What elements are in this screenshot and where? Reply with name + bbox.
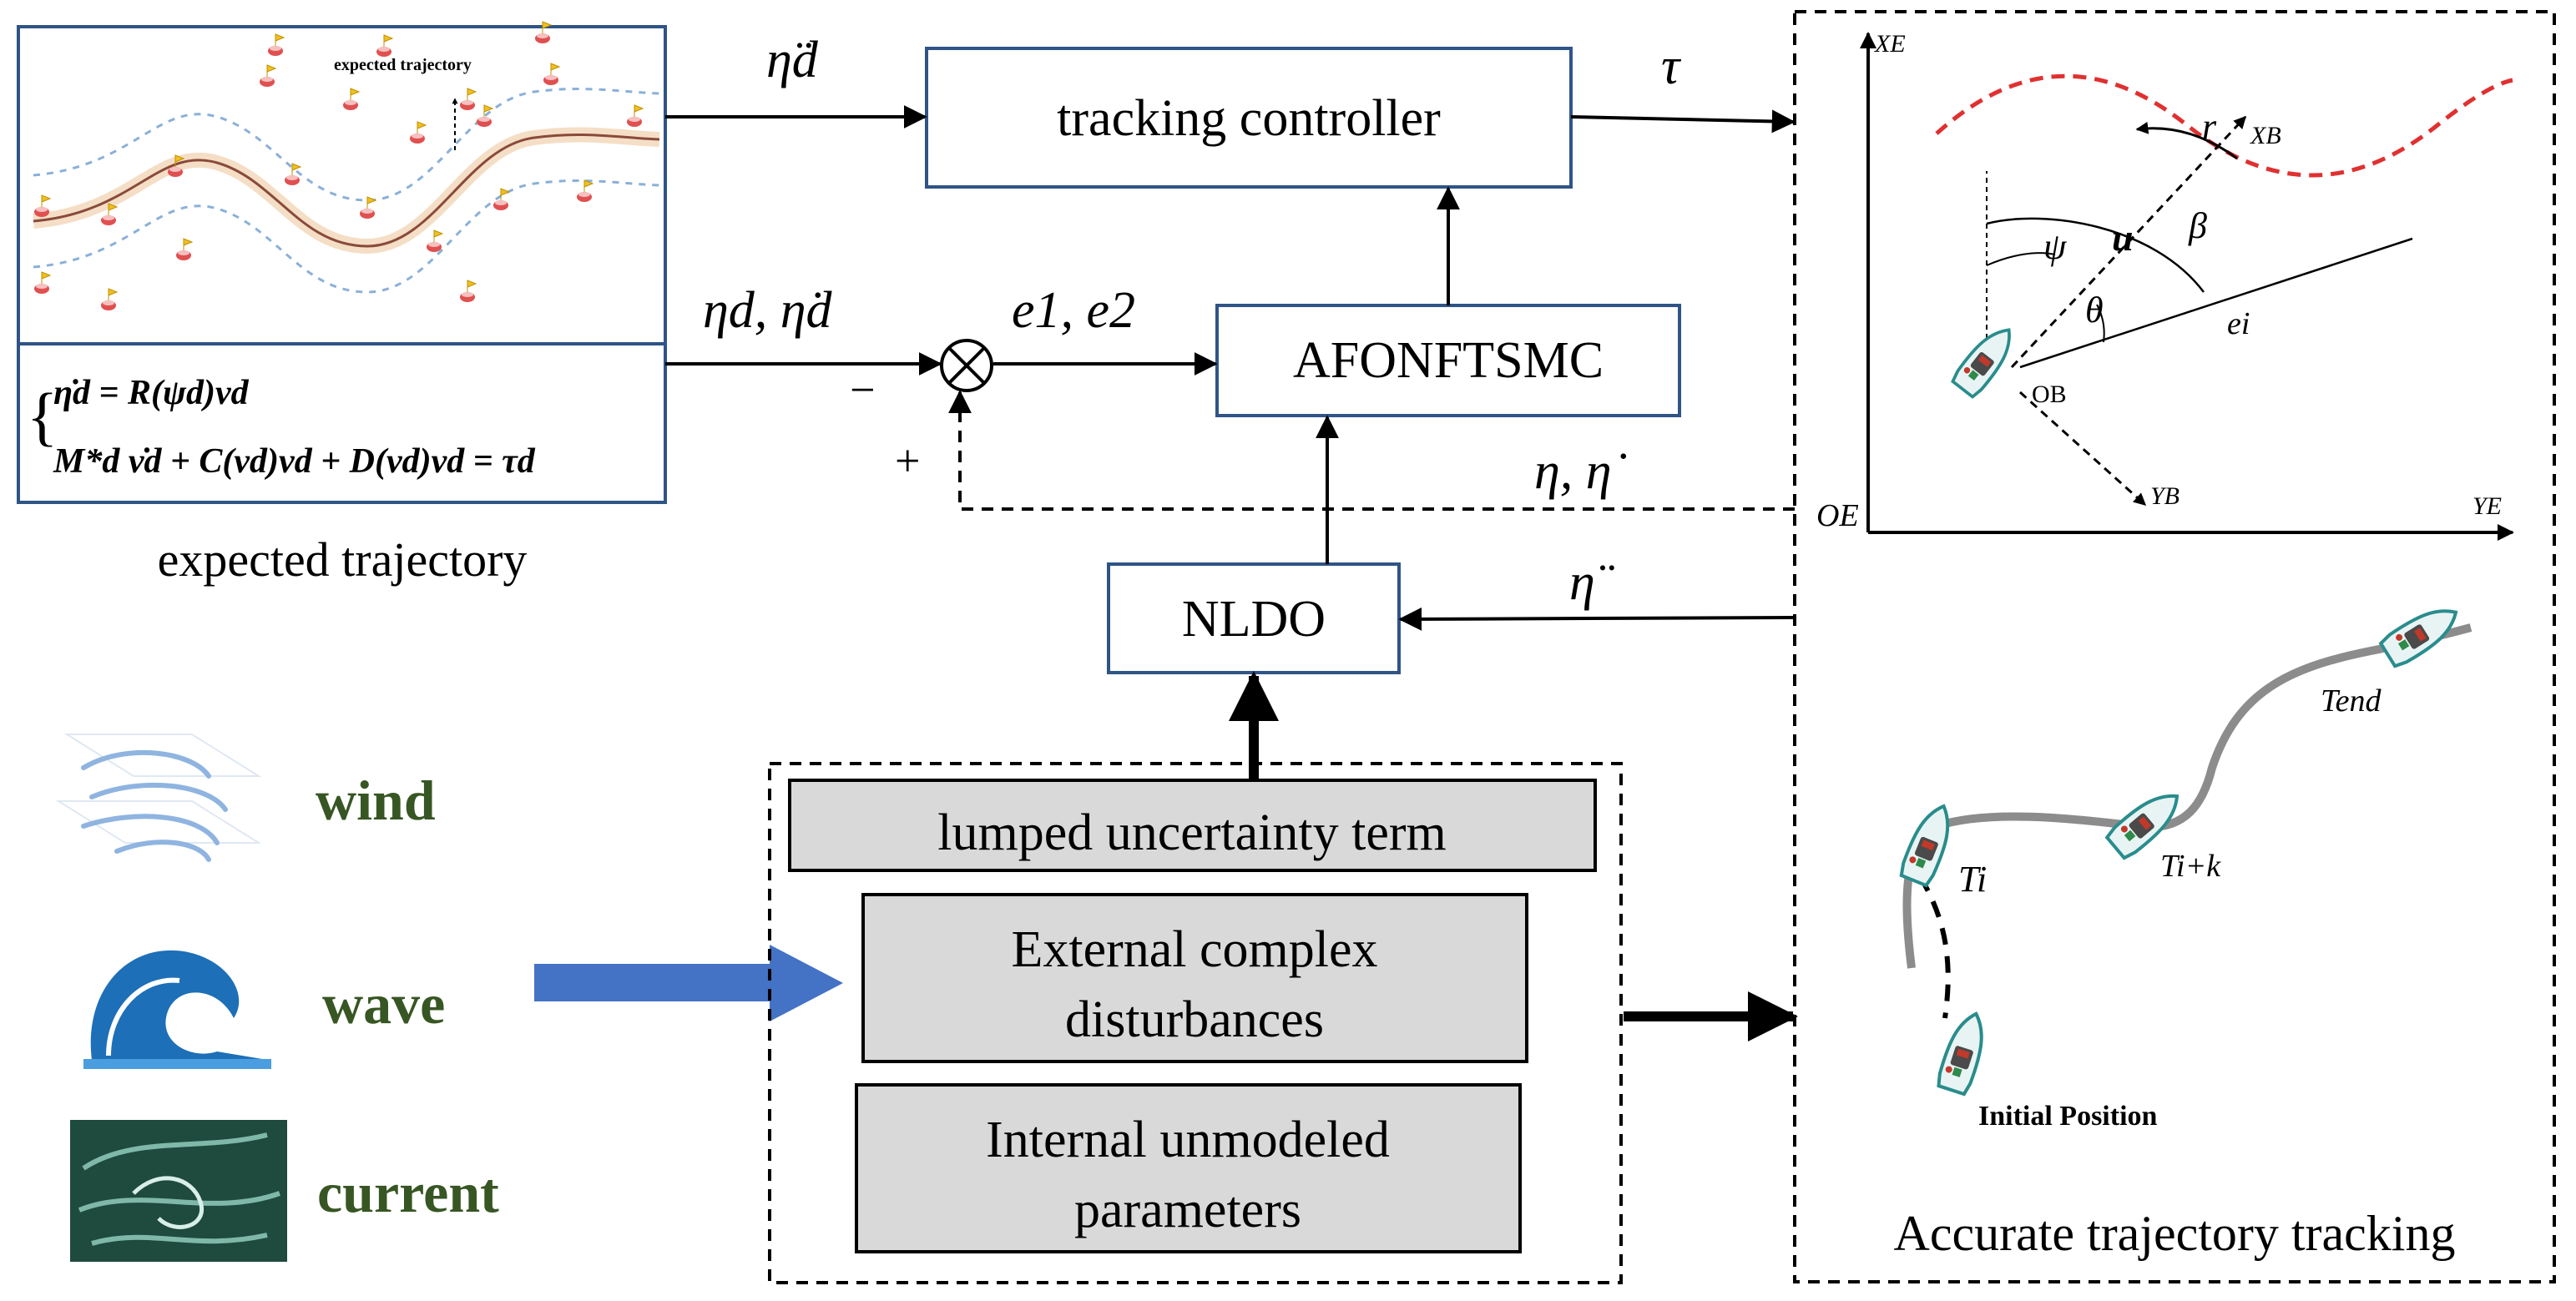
tracking-dashed-frame xyxy=(1793,10,2556,1283)
uncertainty-dashed-frame xyxy=(768,762,1623,1284)
afonftsmc-box xyxy=(1215,304,1681,417)
inset-label: expected trajectory xyxy=(334,56,472,74)
beta-label: β xyxy=(2188,205,2207,246)
equation-kinematics: η̇d = R(ψd)νd xyxy=(53,374,250,412)
summing-junction xyxy=(940,339,993,392)
equation-dynamics: M*d ν̇d + C(νd)νd + D(νd)νd = τd xyxy=(53,442,536,481)
xe-label: XE xyxy=(1874,30,1906,58)
tracking-panel: XE YE OE XB YB OB r ψ u β θ ei Ti Ti+k T… xyxy=(1793,10,2556,1283)
nldo-label: NLDO xyxy=(1182,591,1326,648)
signal-lines xyxy=(665,105,1798,1041)
wave-icon xyxy=(83,950,271,1069)
expected-trajectory-caption: expected trajectory xyxy=(158,532,528,587)
lumped-uncertainty-box xyxy=(788,779,1597,872)
psi-arc xyxy=(1986,252,2056,266)
expected-trajectory-frame xyxy=(17,25,667,504)
ei-line xyxy=(2019,237,2413,369)
xb-axis xyxy=(2010,115,2247,369)
equation-brace: { xyxy=(27,380,58,452)
signal-tau: τ xyxy=(1661,38,1682,95)
ti-label: Ti xyxy=(1958,859,1987,900)
theta-label: θ xyxy=(2085,290,2104,330)
tend-label: Tend xyxy=(2321,683,2382,719)
disturbance-sources: wind wave current xyxy=(55,734,843,1262)
theta-arc xyxy=(2096,304,2105,343)
signal-eta-ddot: η̈ xyxy=(1569,554,1615,611)
afonftsmc-label: AFONFTSMC xyxy=(1293,332,1604,389)
feedback-dashed-arrow xyxy=(948,390,1795,511)
yaw-rate-arc xyxy=(2135,121,2238,160)
wind-icon xyxy=(55,734,262,862)
current-label: current xyxy=(317,1161,499,1224)
tracking-controller-label: tracking controller xyxy=(1057,90,1441,147)
actual-trajectory xyxy=(1902,623,2472,969)
signal-eta-pair: η, η̇ xyxy=(1534,443,1627,500)
upper-boundary xyxy=(33,88,660,202)
initial-approach-dashed xyxy=(1917,875,1951,1019)
vessel-ti xyxy=(1898,800,1958,887)
signal-eta-d-ddot: η̈d xyxy=(766,32,819,88)
xb-label: XB xyxy=(2250,122,2281,149)
psi-label: ψ xyxy=(2043,226,2067,267)
tracking-caption: Accurate trajectory tracking xyxy=(1894,1206,2456,1261)
yb-label: YB xyxy=(2150,482,2179,510)
u-label: u xyxy=(2112,216,2134,259)
tracking-controller-box xyxy=(925,47,1573,189)
tau-arrow xyxy=(1570,109,1796,134)
lumped-uncertainty-label: lumped uncertainty term xyxy=(937,804,1446,861)
nldo-block: NLDO xyxy=(1107,562,1401,674)
signal-errors: e1, e2 xyxy=(1012,282,1135,339)
vessel-icon xyxy=(1948,319,2023,401)
kinematics-sketch xyxy=(1860,32,2514,541)
external-disturbances-line2: disturbances xyxy=(1065,991,1324,1048)
internal-parameters-line2: parameters xyxy=(1074,1182,1301,1238)
uncertainty-group: lumped uncertainty term External complex… xyxy=(768,762,1623,1284)
beta-arc xyxy=(1986,217,2205,293)
desired-path-dashed xyxy=(1935,73,2513,178)
current-icon xyxy=(70,1120,287,1262)
plus-sign: + xyxy=(895,436,920,486)
tracking-controller-block: tracking controller xyxy=(925,47,1573,189)
ye-label: YE xyxy=(2472,492,2502,520)
eta-ddot-arrow xyxy=(1398,607,1796,631)
internal-parameters-box xyxy=(855,1083,1522,1253)
minus-sign: − xyxy=(850,365,875,415)
tracking-sketch xyxy=(1898,598,2472,1095)
signal-eta-d-pair: ηd, η̇d xyxy=(703,282,833,339)
external-disturbances-box xyxy=(861,893,1528,1063)
expected-trajectory-panel: expected trajectory { η̇d = R(ψd)νd M*d … xyxy=(17,21,667,587)
yb-axis xyxy=(2018,391,2147,507)
ob-label: OB xyxy=(2032,381,2067,408)
wind-label: wind xyxy=(316,769,436,832)
afonftsmc-block: AFONFTSMC xyxy=(1215,304,1681,417)
reference-curve xyxy=(33,134,660,248)
oe-label: OE xyxy=(1816,498,1859,533)
lower-boundary xyxy=(33,179,660,294)
wave-label: wave xyxy=(322,972,445,1036)
external-disturbances-line1: External complex xyxy=(1012,921,1378,978)
vessel-initial xyxy=(1936,1009,1992,1095)
internal-parameters-line1: Internal unmodeled xyxy=(986,1112,1390,1168)
trajectory-inset: expected trajectory xyxy=(33,21,660,311)
tik-label: Ti+k xyxy=(2160,849,2221,884)
r-label: r xyxy=(2202,106,2217,147)
ei-label: ei xyxy=(2227,306,2250,341)
disturbance-input-arrow xyxy=(534,945,843,1021)
initial-position-label: Initial Position xyxy=(1978,1101,2158,1132)
